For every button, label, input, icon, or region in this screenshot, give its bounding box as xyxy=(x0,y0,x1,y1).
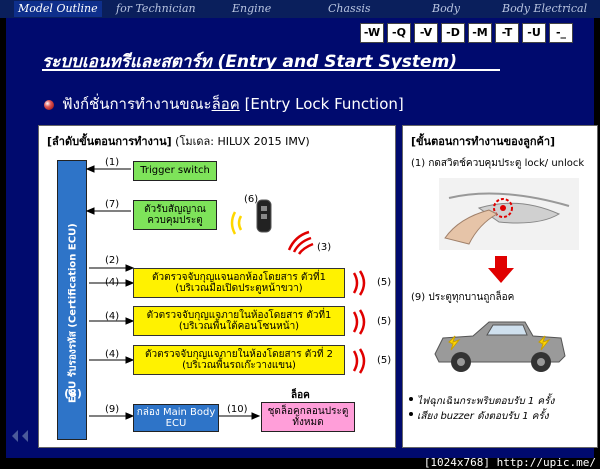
lock-label: ล็อค xyxy=(291,390,310,401)
step-2-number: (2) xyxy=(105,255,120,266)
step-1-number: (1) xyxy=(105,157,120,168)
customer-step-9: (9) ประตูทุกบานถูกล็อค xyxy=(411,292,515,303)
pickup-truck-image xyxy=(434,321,566,372)
signal-5b-number: (5) xyxy=(377,316,392,327)
tab-for-technician[interactable]: for Technician xyxy=(116,2,196,15)
signal-5a-number: (5) xyxy=(377,277,392,288)
smart-key-icon xyxy=(230,199,272,235)
top-nav: Model Outline for Technician Engine Chas… xyxy=(0,0,600,18)
inside-key-detector-2-box: ตัวตรวจจับกุญแจภายในห้องโดยสาร ตัวที่ 2 … xyxy=(133,345,345,375)
bullet-icon xyxy=(44,100,54,110)
door-lock-actuators-box: ชุดล็อคกลอนประตู ทั้งหมด xyxy=(261,402,355,432)
step-3-number: (3) xyxy=(317,242,332,253)
subtitle-prefix: ฟังก์ชั่นการทำงานขณะ xyxy=(62,95,212,113)
trigger-switch-box: Trigger switch xyxy=(133,161,217,181)
step-4c-number: (4) xyxy=(105,349,120,360)
down-arrow-icon xyxy=(488,256,514,283)
page-subtitle: ฟังก์ชั่นการทำงานขณะล็อค [Entry Lock Fun… xyxy=(62,92,404,116)
tab-model-outline[interactable]: Model Outline xyxy=(14,1,102,17)
inside-detector-1-signal-icon xyxy=(352,309,366,335)
process-panel-title: [ลำดับขั้นตอนการทำงาน] xyxy=(47,135,172,148)
process-panel-header: [ลำดับขั้นตอนการทำงาน] (โมเดล: HILUX 201… xyxy=(47,132,310,150)
door-control-receiver-box: ตัวรับสัญญาณ ควบคุมประตู xyxy=(133,200,217,230)
page-title: ระบบเอนทรีและสตาร์ท (Entry and Start Sys… xyxy=(42,52,458,72)
step-10-number: (10) xyxy=(227,404,248,415)
flow-connectors xyxy=(85,165,261,420)
system-button-q[interactable]: -Q xyxy=(387,23,411,43)
customer-steps-header: [ขั้นตอนการทำงานของลูกค้า] xyxy=(411,135,556,148)
system-button-underscore[interactable]: -_ xyxy=(549,23,573,43)
image-watermark: [1024x768] http://upic.me/ xyxy=(423,456,596,469)
inside-detector-2-signal-icon xyxy=(352,348,366,374)
step-4b-number: (4) xyxy=(105,311,120,322)
nav-arrows-icon[interactable] xyxy=(10,428,40,444)
door-handle-press-image xyxy=(439,178,579,250)
slide-stage: -W -Q -V -D -M -T -U -_ ระบบเอนทรีและสตา… xyxy=(6,18,598,458)
inside-key-detector-1-box: ตัวตรวจจับกุญแจภายในห้องโดยสาร ตัวที่1 (… xyxy=(133,306,345,336)
tab-body-electrical[interactable]: Body Electrical xyxy=(502,2,588,15)
subtitle-suffix: [Entry Lock Function] xyxy=(239,95,404,113)
system-button-d[interactable]: -D xyxy=(441,23,465,43)
system-button-t[interactable]: -T xyxy=(495,23,519,43)
system-button-v[interactable]: -V xyxy=(414,23,438,43)
system-button-m[interactable]: -M xyxy=(468,23,492,43)
system-button-w[interactable]: -W xyxy=(360,23,384,43)
customer-steps-panel: [ขั้นตอนการทำงานของลูกค้า] (1) กดสวิตช์ค… xyxy=(402,125,598,448)
signal-5c-number: (5) xyxy=(377,355,392,366)
certification-ecu-number: (8) xyxy=(64,387,82,400)
tab-engine[interactable]: Engine xyxy=(232,2,272,15)
tab-body[interactable]: Body xyxy=(432,2,460,15)
customer-step-1: (1) กดสวิตช์ควบคุมประตู lock/ unlock xyxy=(411,158,585,169)
system-button-u[interactable]: -U xyxy=(522,23,546,43)
subtitle-underlined: ล็อค xyxy=(211,95,240,113)
confirmation-list-item-hazard: ไฟฉุกเฉินกระพริบตอบรับ 1 ครั้ง xyxy=(417,396,555,407)
main-body-ecu-box: กล่อง Main Body ECU xyxy=(133,404,219,432)
confirmation-list-item-buzzer: เสียง buzzer ดังตอบรับ 1 ครั้ง xyxy=(417,411,549,422)
title-underline xyxy=(42,69,500,71)
outside-key-detector-box: ตัวตรวจจับกุญแจนอกห้องโดยสาร ตัวที่1 (บร… xyxy=(133,268,345,298)
process-panel: [ลำดับขั้นตอนการทำงาน] (โมเดล: HILUX 201… xyxy=(38,125,396,448)
outside-detector-signal-icon xyxy=(352,270,366,296)
step-4a-number: (4) xyxy=(105,277,120,288)
step-6-number: (6) xyxy=(244,194,259,205)
step-9-number: (9) xyxy=(105,404,120,415)
certification-ecu-block: ECU รับรองรหัส (Certification ECU) (8) xyxy=(57,160,87,440)
key-signal-waves-icon xyxy=(287,230,314,255)
step-7-number: (7) xyxy=(105,199,120,210)
bullet-markers xyxy=(409,397,413,416)
process-panel-model: (โมเดล: HILUX 2015 IMV) xyxy=(171,135,310,148)
tab-chassis[interactable]: Chassis xyxy=(328,2,371,15)
